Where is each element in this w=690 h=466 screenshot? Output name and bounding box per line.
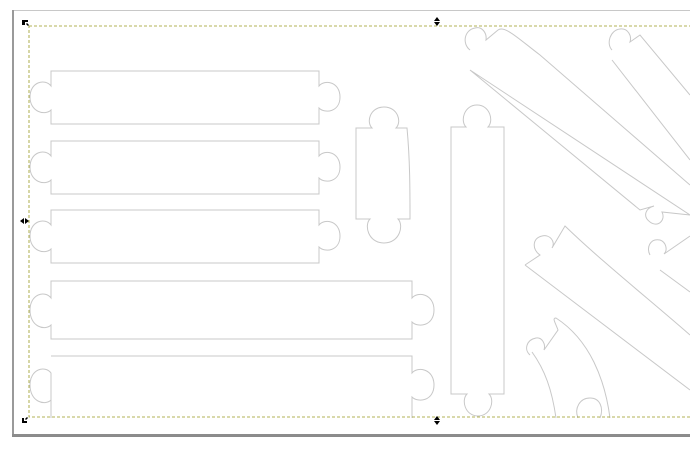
track-piece-4[interactable] (29, 280, 435, 340)
diagonal-piece-1[interactable] (464, 27, 690, 225)
diagonal-piece-4[interactable] (647, 235, 690, 293)
handle-bottom-left[interactable] (22, 417, 28, 423)
selection-bounding-box (28, 25, 690, 418)
handle-top-center[interactable] (434, 17, 440, 26)
page-sheet (12, 10, 690, 435)
diagonal-piece-3[interactable] (524, 225, 690, 391)
page-shadow-bottom (12, 434, 690, 436)
track-piece-5[interactable] (29, 355, 435, 418)
diagonal-piece-2[interactable] (608, 28, 690, 161)
track-piece-3[interactable] (29, 209, 341, 264)
curve-piece[interactable] (526, 317, 611, 419)
handle-top-left[interactable] (22, 20, 29, 26)
short-piece[interactable] (355, 106, 411, 244)
curve-piece-knob (576, 397, 603, 419)
track-piece-1[interactable] (29, 70, 341, 125)
page-shadow-left (12, 10, 14, 436)
tall-piece[interactable] (450, 104, 505, 417)
handle-bottom-center[interactable] (434, 416, 440, 425)
track-piece-2[interactable] (29, 140, 341, 195)
handle-middle-left[interactable] (20, 218, 29, 224)
